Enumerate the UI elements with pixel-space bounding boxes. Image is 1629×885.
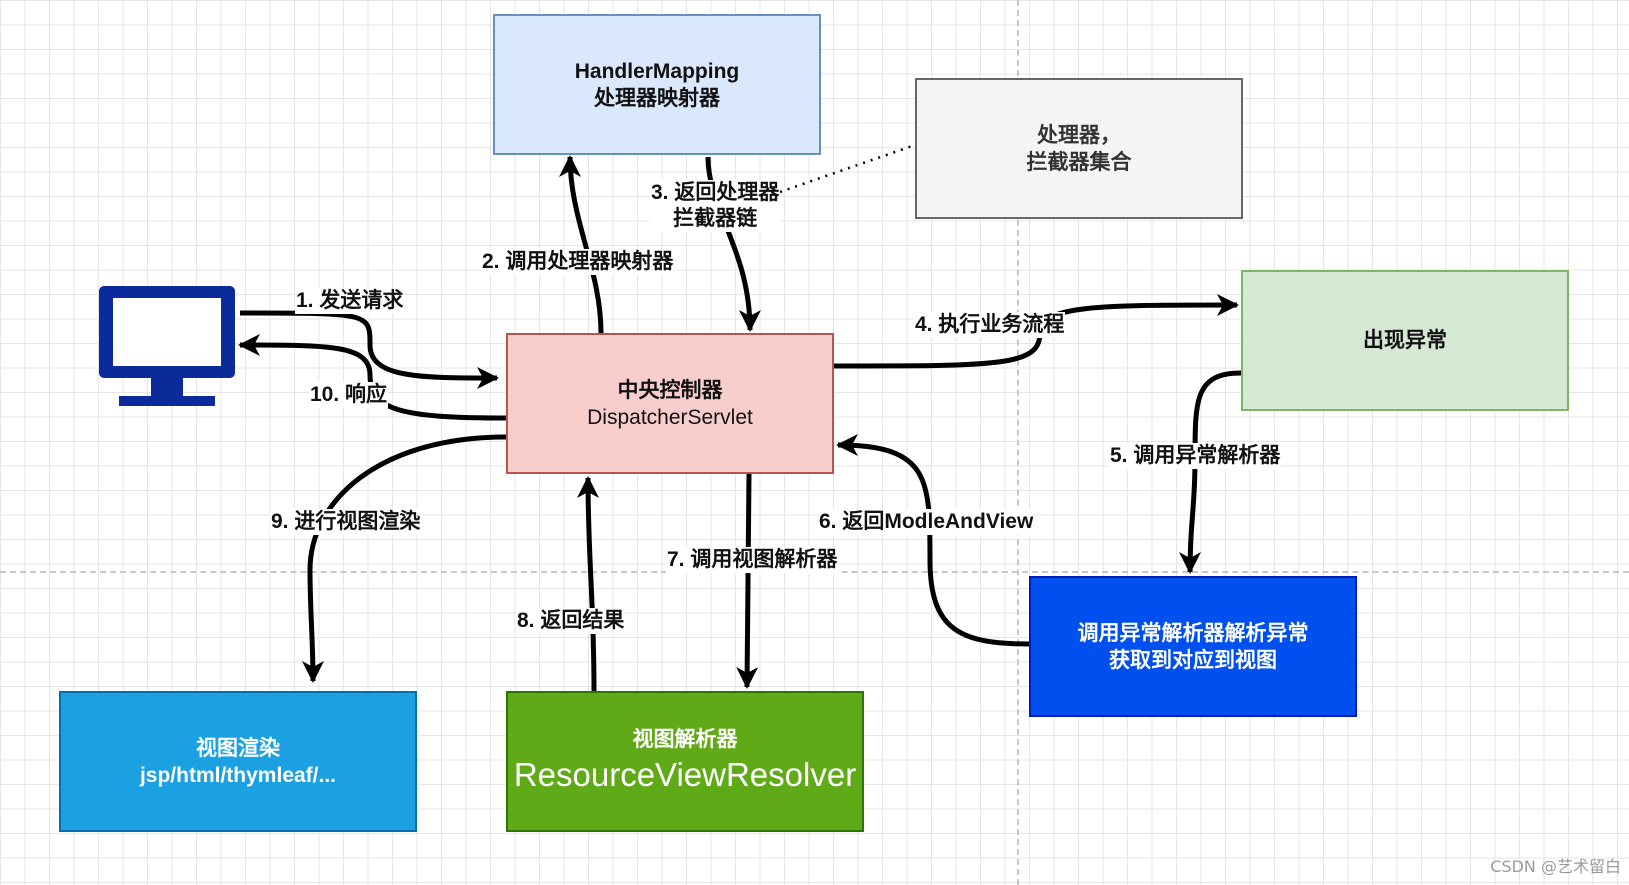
edge-6-return-modelandview [836,434,1030,647]
edge-10-response [238,334,507,421]
dispatcher-servlet-node: 中央控制器 DispatcherServlet [506,333,834,474]
edge-label-2: 2. 调用处理器映射器 [481,249,675,275]
exception-resolver-line2: 获取到对应到视图 [1109,648,1277,672]
edge-label-4: 4. 执行业务流程 [914,312,1066,338]
edge-label-5: 5. 调用异常解析器 [1109,443,1282,469]
edge-9-render-view [301,434,507,683]
grid-divider-vertical [1017,0,1019,885]
handler-mapping-subtitle: 处理器映射器 [594,86,720,110]
edge-label-3-line1: 3. 返回处理器 [651,181,780,204]
dispatcher-subtitle: DispatcherServlet [587,405,753,429]
interceptor-chain-line2: 拦截器集合 [1026,150,1132,174]
exception-node: 出现异常 [1241,270,1569,411]
edge-label-9: 9. 进行视图渲染 [270,509,422,535]
edge-label-3: 3. 返回处理器 拦截器链 [650,180,781,232]
edge-label-7: 7. 调用视图解析器 [666,547,839,573]
edge-label-10: 10. 响应 [309,382,389,408]
edge-2-call-handler-mapping [559,155,604,334]
exception-resolver-line1: 调用异常解析器解析异常 [1077,621,1309,645]
view-render-title: 视图渲染 [196,736,280,760]
edge-3-return-handler [705,156,761,332]
view-resolver-title: 视图解析器 [632,728,738,751]
csdn-watermark: CSDN @艺术留白 [1490,857,1621,876]
exception-title: 出现异常 [1363,329,1447,352]
exception-resolver-node: 调用异常解析器解析异常 获取到对应到视图 [1029,576,1357,717]
client-monitor-icon [96,283,244,413]
edge-label-8: 8. 返回结果 [516,608,626,634]
edge-5-call-exception-resolver [1179,370,1242,574]
handler-mapping-node: HandlerMapping 处理器映射器 [493,14,821,155]
edge-label-1: 1. 发送请求 [295,288,405,314]
handler-mapping-title: HandlerMapping [574,59,740,83]
interceptor-chain-note: 处理器， 拦截器集合 [915,78,1243,219]
dispatcher-title: 中央控制器 [617,378,723,402]
edge-8-return-result [577,476,600,692]
edge-7-call-view-resolver [736,473,759,689]
edge-label-3-line2: 拦截器链 [673,207,758,230]
interceptor-chain-line1: 处理器， [1037,123,1121,147]
view-resolver-subtitle: ResourceViewResolver [513,756,857,793]
view-render-node: 视图渲染 jsp/html/thymleaf/... [59,691,417,832]
view-render-subtitle: jsp/html/thymleaf/... [139,763,337,787]
edge-label-6: 6. 返回ModleAndView [818,509,1035,535]
view-resolver-node: 视图解析器 ResourceViewResolver [506,691,864,832]
